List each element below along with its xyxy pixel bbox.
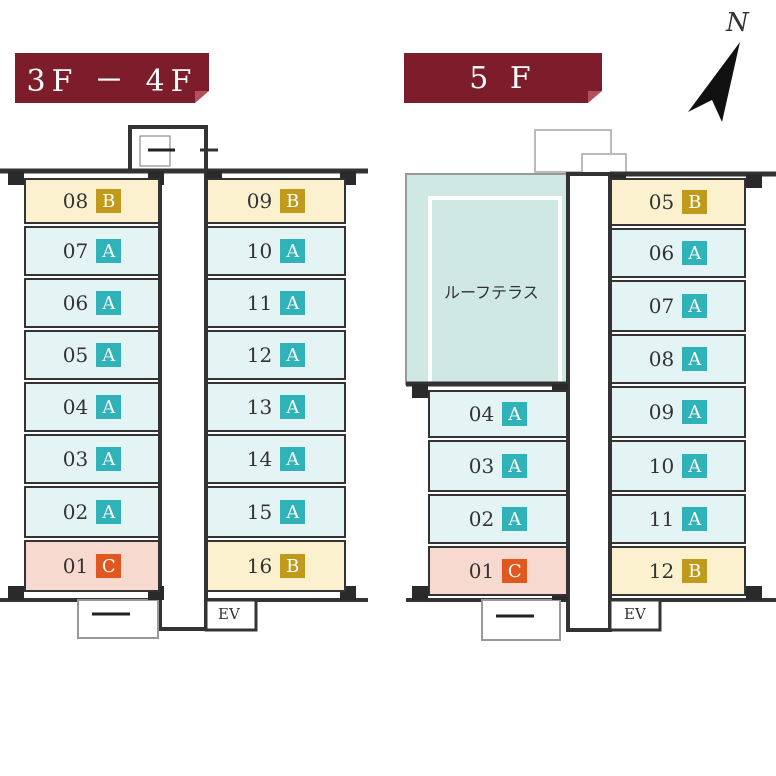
room-5f-09[interactable]: 09 A xyxy=(610,386,746,438)
room-number: 09 xyxy=(246,189,273,213)
room-3f-4f-06[interactable]: 06 A xyxy=(24,278,160,328)
room-number: 02 xyxy=(468,507,495,531)
room-number: 05 xyxy=(648,190,675,214)
room-type-badge: A xyxy=(682,400,708,424)
room-3f-4f-07[interactable]: 07 A xyxy=(24,226,160,276)
room-number: 07 xyxy=(62,239,89,263)
room-3f-4f-08[interactable]: 08 B xyxy=(24,178,160,224)
room-type-badge: C xyxy=(502,559,528,583)
room-type-badge: A xyxy=(280,500,306,524)
floor-banner-label: 5 F xyxy=(469,60,537,96)
room-3f-4f-11[interactable]: 11 A xyxy=(206,278,346,328)
room-type-badge: A xyxy=(96,395,122,419)
room-type-badge: A xyxy=(96,343,122,367)
room-5f-06[interactable]: 06 A xyxy=(610,228,746,278)
room-5f-12[interactable]: 12 B xyxy=(610,546,746,596)
elevator-label: EV xyxy=(624,605,646,623)
room-number: 05 xyxy=(62,343,89,367)
room-number: 06 xyxy=(648,241,675,265)
room-3f-4f-13[interactable]: 13 A xyxy=(206,382,346,432)
room-5f-07[interactable]: 07 A xyxy=(610,280,746,332)
room-3f-4f-12[interactable]: 12 A xyxy=(206,330,346,380)
room-number: 02 xyxy=(62,500,89,524)
room-type-badge: A xyxy=(280,447,306,471)
room-type-badge: A xyxy=(682,241,708,265)
room-5f-04[interactable]: 04 A xyxy=(428,390,568,438)
room-type-badge: A xyxy=(682,454,708,478)
room-type-badge: A xyxy=(280,291,306,315)
room-type-badge: A xyxy=(502,507,528,531)
room-type-badge: A xyxy=(96,239,122,263)
room-number: 12 xyxy=(246,343,273,367)
room-type-badge: A xyxy=(96,447,122,471)
room-type-badge: A xyxy=(96,500,122,524)
room-5f-02[interactable]: 02 A xyxy=(428,494,568,544)
room-type-badge: A xyxy=(280,343,306,367)
room-number: 04 xyxy=(468,402,495,426)
room-3f-4f-09[interactable]: 09 B xyxy=(206,178,346,224)
room-type-badge: A xyxy=(502,454,528,478)
compass-north-label: N xyxy=(726,8,749,38)
room-type-badge: A xyxy=(96,291,122,315)
room-3f-4f-03[interactable]: 03 A xyxy=(24,434,160,484)
room-number: 14 xyxy=(246,447,273,471)
room-3f-4f-15[interactable]: 15 A xyxy=(206,486,346,538)
room-number: 12 xyxy=(648,559,675,583)
room-number: 08 xyxy=(648,347,675,371)
room-type-badge: B xyxy=(280,189,306,213)
room-type-badge: A xyxy=(502,402,528,426)
roof-terrace-label: ルーフテラス xyxy=(444,283,539,302)
room-3f-4f-04[interactable]: 04 A xyxy=(24,382,160,432)
room-number: 01 xyxy=(62,554,89,578)
room-type-badge: A xyxy=(280,395,306,419)
room-type-badge: A xyxy=(682,507,708,531)
room-number: 15 xyxy=(246,500,273,524)
room-number: 11 xyxy=(648,507,675,531)
banner-fold xyxy=(588,91,602,103)
room-type-badge: A xyxy=(682,294,708,318)
room-3f-4f-14[interactable]: 14 A xyxy=(206,434,346,484)
room-type-badge: B xyxy=(96,189,122,213)
room-5f-01[interactable]: 01 C xyxy=(428,546,568,596)
floor-banner-3f-4f: 3F － 4F xyxy=(15,53,209,103)
room-number: 04 xyxy=(62,395,89,419)
room-3f-4f-10[interactable]: 10 A xyxy=(206,226,346,276)
room-number: 11 xyxy=(246,291,273,315)
room-number: 03 xyxy=(468,454,495,478)
room-number: 08 xyxy=(62,189,89,213)
floor-banner-5f: 5 F xyxy=(404,53,602,103)
room-number: 13 xyxy=(246,395,273,419)
room-3f-4f-05[interactable]: 05 A xyxy=(24,330,160,380)
room-type-badge: B xyxy=(682,190,708,214)
room-number: 03 xyxy=(62,447,89,471)
room-5f-11[interactable]: 11 A xyxy=(610,494,746,544)
room-type-badge: B xyxy=(280,554,306,578)
elevator-label: EV xyxy=(218,605,240,623)
room-5f-05[interactable]: 05 B xyxy=(610,178,746,226)
room-number: 10 xyxy=(246,239,273,263)
room-3f-4f-02[interactable]: 02 A xyxy=(24,486,160,538)
room-type-badge: A xyxy=(280,239,306,263)
room-5f-10[interactable]: 10 A xyxy=(610,440,746,492)
room-number: 10 xyxy=(648,454,675,478)
room-type-badge: A xyxy=(682,347,708,371)
room-5f-03[interactable]: 03 A xyxy=(428,440,568,492)
banner-fold xyxy=(195,91,209,103)
room-number: 07 xyxy=(648,294,675,318)
room-number: 16 xyxy=(246,554,273,578)
room-number: 09 xyxy=(648,400,675,424)
room-number: 06 xyxy=(62,291,89,315)
room-3f-4f-01[interactable]: 01 C xyxy=(24,540,160,592)
room-number: 01 xyxy=(468,559,495,583)
room-3f-4f-16[interactable]: 16 B xyxy=(206,540,346,592)
floor-banner-label: 3F － 4F xyxy=(26,64,198,99)
room-type-badge: C xyxy=(96,554,122,578)
room-type-badge: B xyxy=(682,559,708,583)
room-5f-08[interactable]: 08 A xyxy=(610,334,746,384)
